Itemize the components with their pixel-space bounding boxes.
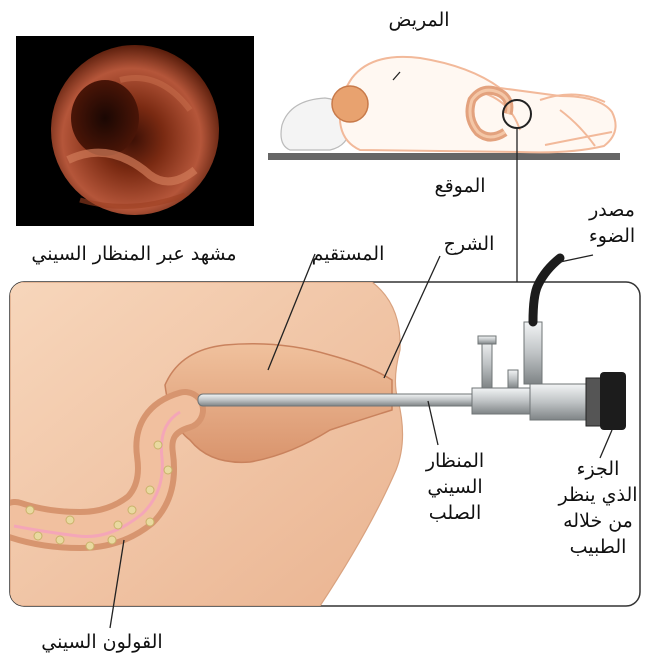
patient-label: المريض: [388, 9, 449, 31]
label-line: الذي ينظر: [557, 484, 637, 506]
sigmoidoscope-view-image: [51, 45, 219, 215]
patient-illustration: [268, 57, 620, 160]
label-line: الصلب: [429, 502, 482, 524]
site-label: الموقع: [434, 175, 485, 197]
eyepiece-ring: [586, 378, 602, 426]
label-line: الضوء: [589, 225, 635, 247]
label-line: الجزء: [577, 458, 620, 480]
sigmoid-colon-label: القولون السيني: [41, 631, 162, 653]
label-line: من خلاله: [563, 510, 633, 532]
anatomy-illustration: [10, 282, 403, 606]
label-line: المنظار: [425, 450, 484, 472]
label-line: مصدر: [588, 199, 635, 221]
label-line: السيني: [427, 476, 482, 498]
exam-table: [268, 153, 620, 160]
sigmoidoscope-view-label: مشهد عبر المنظار السيني: [31, 243, 236, 265]
rectum-label: المستقيم: [312, 243, 385, 265]
light-source-label: مصدر الضوء: [588, 199, 635, 247]
rigid-sigmoidoscope-label: المنظار السيني الصلب: [425, 450, 484, 524]
anus-label: الشرج: [444, 233, 495, 255]
label-line: الطبيب: [570, 536, 627, 558]
